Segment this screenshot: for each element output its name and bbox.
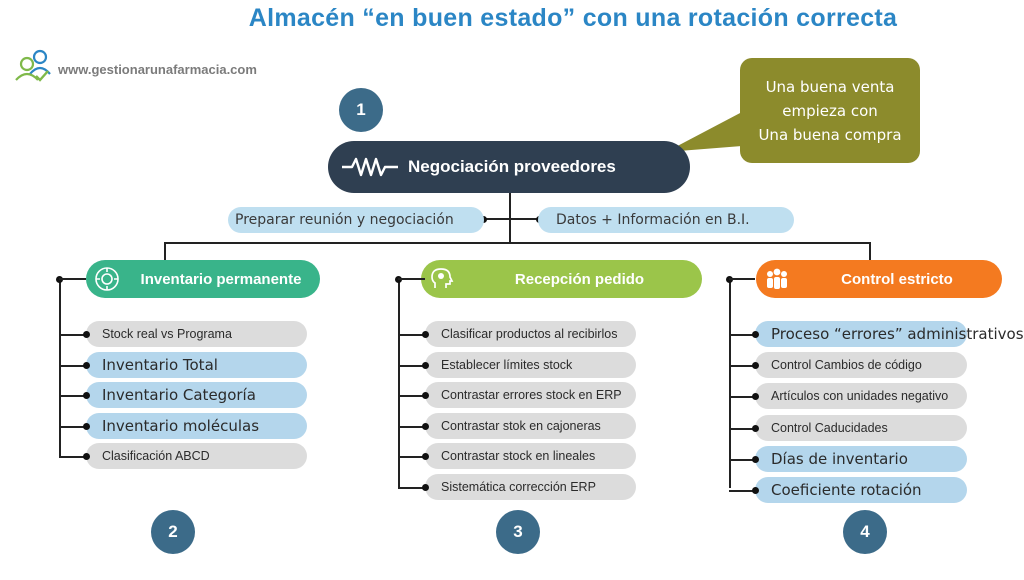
bracket-tick (59, 425, 86, 428)
bracket-dot (83, 392, 90, 399)
bracket-dot (422, 484, 429, 491)
sub-item-bi: Datos + Información en B.I. (538, 207, 794, 233)
bracket-tick (398, 425, 425, 428)
step-number-3: 3 (496, 510, 540, 554)
list-item: Inventario Total (86, 351, 307, 378)
list-item: Control Cambios de código (755, 352, 967, 379)
list-item: Contrastar errores stock en ERP (425, 382, 636, 409)
callout-pointer (666, 112, 742, 152)
bracket-tick (398, 395, 425, 398)
list-item: Coeficiente rotación (755, 477, 967, 503)
bracket-tick (729, 490, 755, 492)
bracket-dot (752, 393, 759, 401)
bracket-dot (752, 424, 759, 432)
bracket-col2 (59, 278, 61, 456)
bracket-tick (729, 427, 755, 430)
pulse-icon (342, 157, 398, 177)
step-number-4: 4 (843, 510, 887, 554)
bracket-dot (422, 392, 429, 400)
bracket-tick (398, 334, 425, 336)
list-item: Contrastar stok en cajoneras (425, 412, 636, 439)
bracket-dot (752, 331, 759, 338)
bracket-tick (398, 364, 425, 367)
bracket-tick (398, 456, 425, 459)
list-item: Contrastar stock en lineales (425, 443, 636, 470)
callout-bubble: Una buena venta empieza con Una buena co… (740, 58, 920, 163)
bracket-dot (752, 487, 759, 494)
heading-recepcion-pedido: Recepción pedido (421, 260, 702, 298)
bracket-dot (83, 331, 90, 338)
head-brain-icon (429, 266, 455, 292)
bracket-tick (59, 456, 86, 458)
connector-col2-drop (164, 242, 166, 260)
bracket-tick (398, 487, 425, 489)
list-item: Proceso “errores” administrativos (755, 321, 1024, 347)
bracket-tick (398, 278, 425, 280)
bracket-tick (59, 395, 86, 397)
bracket-tick (729, 334, 755, 336)
heading-control-estricto: Control estricto (756, 260, 1002, 298)
bracket-col3 (398, 278, 400, 488)
sub-item-meeting: Preparar reunión y negociación (228, 207, 484, 233)
bracket-dot (83, 453, 90, 460)
bracket-dot (752, 362, 759, 370)
bracket-tick (59, 364, 86, 367)
bracket-dot (422, 361, 429, 369)
list-item: Inventario Categoría (86, 382, 307, 408)
list-item: Artículos con unidades negativo (755, 383, 967, 410)
list-item: Control Caducidades (755, 414, 967, 441)
list-item: Sistemática corrección ERP (425, 474, 636, 500)
main-node: Negociación proveedores (328, 141, 690, 193)
bracket-col4 (729, 278, 731, 488)
list-item: Stock real vs Programa (86, 321, 307, 347)
bracket-tick (729, 396, 755, 399)
bracket-tick (729, 278, 755, 280)
bracket-dot (83, 361, 90, 369)
callout-line: Una buena compra (758, 125, 902, 144)
list-item: Establecer límites stock (425, 351, 636, 378)
callout-line: Una buena venta (765, 77, 895, 96)
heading-label: Inventario permanente (140, 270, 302, 288)
bracket-dot (83, 422, 90, 430)
bracket-tick (59, 334, 86, 336)
logo-icon (14, 48, 54, 89)
callout-line: empieza con (782, 101, 878, 120)
connector-horizontal (164, 242, 870, 244)
main-node-label: Negociación proveedores (408, 157, 616, 176)
step-number-1: 1 (339, 88, 383, 132)
page-title: Almacén “en buen estado” con una rotació… (248, 4, 898, 32)
bracket-tick (729, 365, 755, 368)
bracket-dot (422, 453, 429, 461)
brain-gear-icon (94, 266, 120, 292)
heading-label: Control estricto (841, 270, 953, 288)
step-number-2: 2 (151, 510, 195, 554)
heading-label: Recepción pedido (514, 270, 645, 288)
bracket-dot (752, 455, 759, 463)
list-item: Días de inventario (755, 445, 967, 472)
heading-inventario-permanente: Inventario permanente (86, 260, 320, 298)
website-link[interactable]: www.gestionarunafarmacia.com (58, 62, 257, 77)
bracket-tick (729, 458, 755, 461)
bracket-dot (422, 331, 429, 338)
list-item: Inventario moléculas (86, 412, 307, 439)
list-item: Clasificar productos al recibirlos (425, 321, 636, 347)
people-group-icon (764, 266, 790, 292)
bracket-tick (59, 278, 86, 280)
list-item: Clasificación ABCD (86, 443, 307, 469)
bracket-dot (422, 422, 429, 430)
connector-sub-right (483, 218, 541, 220)
connector-col4-drop (869, 242, 871, 260)
